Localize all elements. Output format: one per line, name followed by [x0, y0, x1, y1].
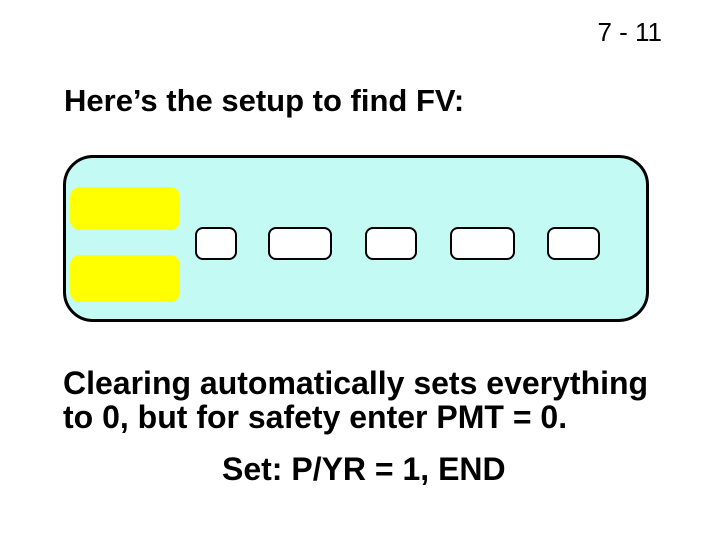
body-text-line-1: Clearing automatically sets everything: [63, 365, 649, 401]
slide-body-text: Clearing automatically sets everything t…: [63, 366, 648, 434]
body-text-line-2: to 0, but for safety enter PMT = 0.: [63, 399, 568, 435]
slide-page-number: 7 - 11: [597, 17, 662, 47]
slide-title: Here’s the setup to find FV:: [64, 83, 465, 118]
calculator-panel: [63, 155, 649, 322]
calculator-key-5: [547, 227, 600, 260]
calculator-display-block-top: [70, 187, 180, 230]
calculator-key-3: [365, 227, 417, 260]
calculator-key-1: [195, 227, 237, 260]
slide-set-instruction: Set: P/YR = 1, END: [222, 451, 506, 487]
calculator-display-block-bottom: [70, 255, 180, 302]
calculator-key-4: [450, 227, 515, 260]
calculator-key-2: [268, 227, 332, 260]
